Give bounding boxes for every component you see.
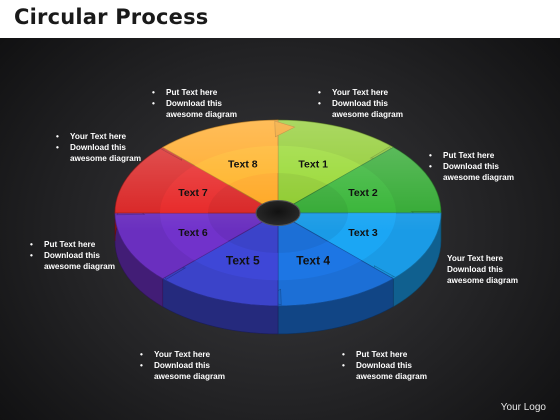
callout-line: awesome diagram xyxy=(356,372,427,381)
segment-label-3: Text 3 xyxy=(348,227,378,239)
callout-line: Download this xyxy=(316,98,403,109)
segment-label-6: Text 6 xyxy=(178,227,208,239)
segment-label-8: Text 8 xyxy=(228,159,258,171)
callout-bottom-left: Your Text here Download this awesome dia… xyxy=(138,349,225,382)
callout-line: Download this xyxy=(447,265,503,274)
diagram-labels: Text 1 Text 2 Text 3 Text 4 Text 5 Text 6 Text… xyxy=(178,159,378,268)
callout-right-upper: Put Text here Download this awesome diag… xyxy=(427,150,514,183)
callout-line: Download this xyxy=(340,360,427,371)
callout-line: awesome diagram xyxy=(166,110,237,119)
page-title: Circular Process xyxy=(14,5,209,29)
callout-line: awesome diagram xyxy=(154,372,225,381)
callout-line: Put Text here xyxy=(28,239,115,250)
callout-left-lower: Put Text here Download this awesome diag… xyxy=(28,239,115,272)
callout-line: awesome diagram xyxy=(443,173,514,182)
callout-line: Download this xyxy=(54,142,141,153)
callout-line: Your Text here xyxy=(447,254,504,263)
callout-line: Your Text here xyxy=(316,87,403,98)
title-bar: Circular Process xyxy=(0,0,560,38)
segment-label-1: Text 1 xyxy=(298,159,328,171)
callout-line: Your Text here xyxy=(54,131,141,142)
callout-line: awesome diagram xyxy=(44,262,115,271)
callout-left-upper: Your Text here Download this awesome dia… xyxy=(54,131,141,164)
callout-line: Put Text here xyxy=(150,87,237,98)
callout-right-lower: Your Text here Download this awesome dia… xyxy=(447,253,518,286)
callout-line: Download this xyxy=(138,360,225,371)
segment-label-2: Text 2 xyxy=(348,187,378,199)
segment-label-7: Text 7 xyxy=(178,187,208,199)
callout-line: awesome diagram xyxy=(332,110,403,119)
callout-top-left-center: Put Text here Download this awesome diag… xyxy=(150,87,237,120)
callout-line: Put Text here xyxy=(427,150,514,161)
callout-line: Download this xyxy=(150,98,237,109)
callout-line: awesome diagram xyxy=(447,276,518,285)
callout-line: Your Text here xyxy=(138,349,225,360)
logo-text: Your Logo xyxy=(500,402,546,413)
callout-line: Download this xyxy=(28,250,115,261)
callout-line: Download this xyxy=(427,161,514,172)
callout-top-right-center: Your Text here Download this awesome dia… xyxy=(316,87,403,120)
diagram-center-hole xyxy=(255,199,301,227)
callout-line: awesome diagram xyxy=(70,154,141,163)
callout-bottom-right: Put Text here Download this awesome diag… xyxy=(340,349,427,382)
segment-label-5: Text 5 xyxy=(226,253,260,267)
segment-label-4: Text 4 xyxy=(296,253,330,267)
callout-line: Put Text here xyxy=(340,349,427,360)
